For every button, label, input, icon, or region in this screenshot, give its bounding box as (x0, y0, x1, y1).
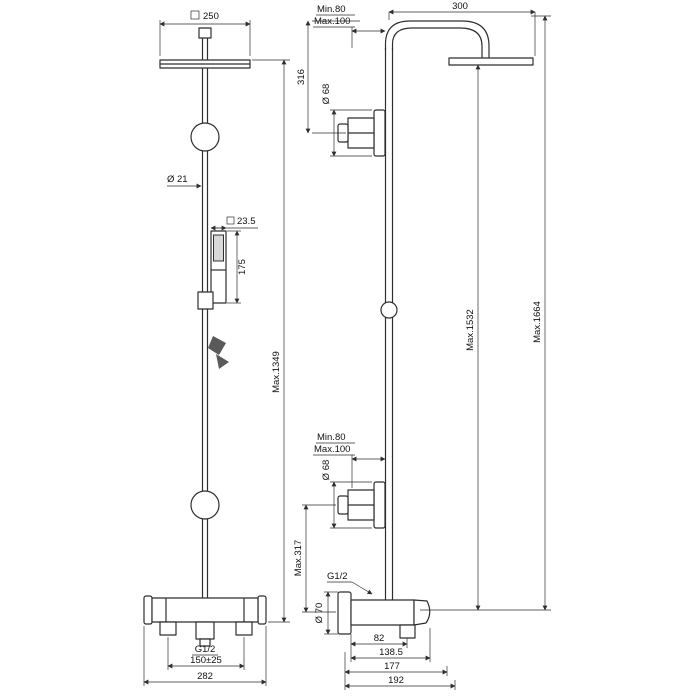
dim-side-head-drop: 316 (296, 69, 307, 85)
upper-rail-knob (190, 122, 220, 152)
front-view: 250 Ø 21 23.5 175 Max.1349 G1/2 150±25 2… (143, 10, 290, 686)
hose-fitting (208, 336, 226, 355)
dim-side-depth-138-5: 138.5 (379, 647, 403, 658)
square-section-icon (226, 216, 235, 225)
side-view: Min.80 Max.100 300 316 Ø 68 Max.1532 Max… (293, 1, 551, 690)
pipe-ball-joint (380, 301, 398, 319)
dim-side-inlet-thread: G1/2 (327, 571, 348, 582)
dim-side-top-valve-diameter: Ø 68 (321, 84, 332, 105)
dim-side-max-height-to-head: Max.1532 (465, 309, 476, 351)
dim-front-overall-width: 282 (197, 671, 213, 682)
spout-nose (413, 599, 431, 626)
dim-front-handset-width: 23.5 (237, 216, 256, 227)
dim-side-lower-offset-max: Max.100 (314, 444, 350, 455)
dim-front-max-height: Max.1349 (271, 351, 282, 393)
lower-valve-knob (337, 495, 349, 515)
dim-side-depth-177: 177 (384, 661, 400, 672)
spout-body (350, 599, 415, 626)
dim-front-rail-diameter: Ø 21 (167, 174, 188, 185)
shower-arm-outer (384, 20, 490, 58)
mixer-right-handle (257, 595, 267, 625)
top-connector (198, 27, 212, 39)
dim-side-depth-82: 82 (374, 633, 385, 644)
mixer-outlet-nozzle (199, 638, 211, 647)
lower-rail-knob (190, 490, 220, 520)
dim-front-inlet-spacing: 150±25 (190, 655, 222, 666)
mixer-left-inlet (159, 621, 177, 636)
leader-line (351, 581, 373, 595)
lower-valve-escutcheon (373, 481, 386, 529)
dim-side-lower-valve-diameter: Ø 68 (321, 460, 332, 481)
shower-head-side (448, 57, 534, 66)
mixer-left-handle (143, 595, 153, 625)
slider-clamp (197, 291, 214, 310)
hose-nut (216, 354, 229, 369)
mixer-body (151, 597, 259, 623)
spout-wall-flange (337, 591, 352, 635)
dim-front-handset-length: 175 (237, 259, 248, 275)
dim-side-valve-to-spout-max: Max.317 (293, 540, 304, 576)
dim-side-lower-offset-min: Min.80 (317, 432, 346, 443)
dim-side-depth-192: 192 (388, 675, 404, 686)
dim-side-top-offset-max: Max.100 (314, 16, 350, 27)
spout-check-valve (399, 624, 416, 639)
hand-shower-face (213, 234, 224, 262)
square-section-icon (190, 10, 200, 20)
dim-front-head-width: 250 (203, 11, 219, 22)
dim-side-arm-reach: 300 (452, 1, 468, 12)
dim-front-outlet-thread: G1/2 (195, 644, 216, 655)
mixer-right-inlet (235, 621, 253, 636)
dim-side-spout-diameter: Ø 70 (314, 603, 325, 624)
shower-arm-inner (391, 27, 483, 58)
mixer-outlet-block (195, 621, 215, 640)
dim-side-top-offset-min: Min.80 (317, 4, 346, 15)
dim-side-max-height-overall: Max.1664 (532, 301, 543, 343)
top-valve-escutcheon (373, 109, 386, 157)
